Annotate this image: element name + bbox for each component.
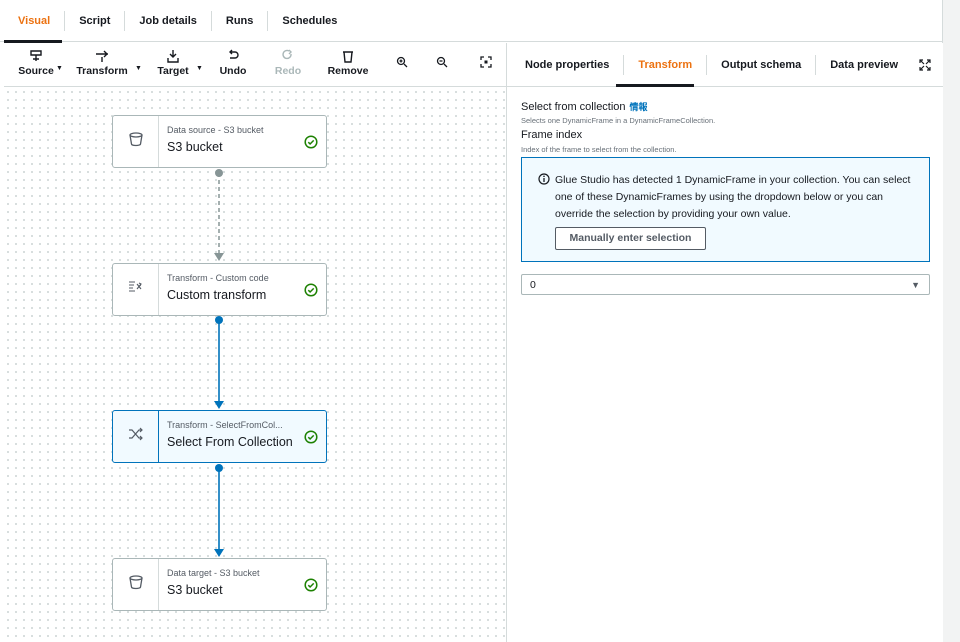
panel-tabs: Node properties Transform Output schema … [507,43,944,87]
source-caret-icon[interactable]: ▼ [56,65,63,72]
select-from-collection-label: Select from collection 情報 [521,100,648,113]
undo-label: Undo [220,65,247,77]
active-panel-tab-indicator [616,84,694,87]
node-type-label: Transform - SelectFromCol... [167,420,283,430]
undo-button[interactable]: Undo [205,49,261,77]
info-circle-icon [538,172,550,190]
source-label: Source [18,65,54,77]
bucket-icon [128,131,144,152]
undo-icon [205,49,261,63]
select-from-collection-description: Selects one DynamicFrame in a DynamicFra… [521,116,715,125]
tab-script[interactable]: Script [64,11,124,31]
page-scrollbar[interactable] [943,0,960,642]
node-data-source-s3[interactable]: Data source - S3 bucket S3 bucket [112,115,327,168]
node-select-from-collection[interactable]: Transform - SelectFromCol... Select From… [112,410,327,463]
zoom-in-icon[interactable] [392,55,412,75]
tab-transform[interactable]: Transform [623,55,706,75]
success-check-icon [304,135,318,154]
tab-data-preview[interactable]: Data preview [815,55,912,75]
node-type-label: Data target - S3 bucket [167,568,260,578]
node-type-label: Data source - S3 bucket [167,125,264,135]
node-details-panel: Node properties Transform Output schema … [506,43,943,642]
edge-source-to-custom [214,169,224,261]
graph-canvas[interactable]: Data source - S3 bucket S3 bucket Transf… [4,88,506,642]
remove-label: Remove [328,65,369,77]
tab-job-details[interactable]: Job details [124,11,210,31]
success-check-icon [304,430,318,449]
select-from-collection-text: Select from collection [521,101,626,113]
tab-output-schema[interactable]: Output schema [706,55,815,75]
caret-down-icon: ▼ [911,280,920,290]
tab-visual[interactable]: Visual [4,11,64,31]
alert-message: Glue Studio has detected 1 DynamicFrame … [555,172,921,223]
tab-node-properties[interactable]: Node properties [511,55,623,75]
custom-code-icon [128,279,144,300]
redo-icon [260,49,316,63]
redo-button[interactable]: Redo [260,49,316,77]
trash-icon [320,49,376,63]
redo-label: Redo [275,65,301,77]
tab-schedules[interactable]: Schedules [267,11,351,31]
node-custom-transform[interactable]: Transform - Custom code Custom transform [112,263,327,316]
manually-enter-selection-button[interactable]: Manually enter selection [555,227,706,250]
node-title: S3 bucket [167,583,223,597]
target-caret-icon[interactable]: ▼ [196,65,203,72]
transform-label: Transform [76,65,127,77]
node-type-label: Transform - Custom code [167,273,269,283]
info-link[interactable]: 情報 [630,102,648,112]
shuffle-icon [128,426,144,447]
job-editor-tabs: Visual Script Job details Runs Schedules [0,0,943,42]
canvas-toolbar: Source ▼ Transform ▼ Target ▼ Undo [4,43,506,87]
info-alert: Glue Studio has detected 1 DynamicFrame … [521,157,930,262]
transform-caret-icon[interactable]: ▼ [135,65,142,72]
frame-index-select[interactable]: 0 ▼ [521,274,930,295]
edge-custom-to-select [214,316,224,409]
target-button[interactable]: Target [145,49,201,77]
target-label: Target [157,65,188,77]
frame-index-description: Index of the frame to select from the co… [521,145,677,154]
remove-button[interactable]: Remove [320,49,376,77]
tab-runs[interactable]: Runs [211,11,268,31]
node-title: Select From Collection [167,435,293,449]
transform-icon [74,49,130,63]
node-title: Custom transform [167,288,266,302]
node-data-target-s3[interactable]: Data target - S3 bucket S3 bucket [112,558,327,611]
source-icon [8,49,64,63]
frame-index-label: Frame index [521,129,582,141]
bucket-icon [128,574,144,595]
expand-icon[interactable] [919,58,933,72]
source-button[interactable]: Source [8,49,64,77]
target-icon [145,49,201,63]
edge-select-to-target [214,464,224,557]
transform-button[interactable]: Transform [74,49,130,77]
frame-index-value: 0 [530,279,536,291]
success-check-icon [304,578,318,597]
fit-to-screen-icon[interactable] [476,55,496,75]
node-title: S3 bucket [167,140,223,154]
success-check-icon [304,283,318,302]
zoom-out-icon[interactable] [432,55,452,75]
